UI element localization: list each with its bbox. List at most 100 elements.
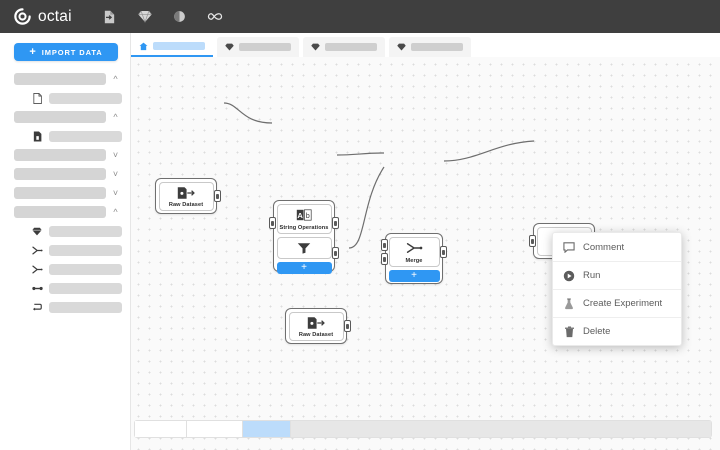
sidebar-placeholder-bar	[14, 168, 106, 180]
sidebar-placeholder-bar	[14, 111, 106, 123]
bottom-segment-2[interactable]	[187, 421, 243, 437]
sidebar-group-4[interactable]: ˅	[14, 168, 122, 180]
node-context-menu[interactable]: Comment Run Create Experiment	[552, 232, 682, 346]
gem-icon[interactable]	[137, 9, 153, 25]
contrast-moon-icon[interactable]	[172, 9, 188, 25]
canvas-column: Raw Dataset A	[131, 33, 720, 450]
chevron-up-icon[interactable]: ^	[113, 207, 118, 217]
node-shell: A b String Operations	[273, 200, 335, 274]
import-data-button[interactable]: + IMPORT DATA	[14, 43, 118, 61]
sidebar-group-1[interactable]: ^	[14, 73, 122, 85]
input-port[interactable]	[269, 217, 276, 229]
bottom-segment-active[interactable]	[243, 421, 291, 437]
tab-title-placeholder	[325, 43, 377, 51]
brand-name: octai	[38, 7, 72, 25]
sidebar-item-1[interactable]	[30, 92, 122, 104]
chevron-up-icon[interactable]: ^	[113, 74, 118, 84]
export-file-icon[interactable]	[102, 9, 118, 25]
output-port-filter[interactable]	[332, 247, 339, 259]
raw-dataset-icon	[307, 314, 326, 331]
chevron-up-icon[interactable]: ^	[113, 112, 118, 122]
bottom-segment-1[interactable]	[135, 421, 187, 437]
sidebar-item-5[interactable]	[30, 263, 122, 275]
sidebar-skeleton-list: ^ ^	[0, 73, 130, 313]
plus-icon: +	[29, 45, 37, 58]
tab-3[interactable]	[303, 37, 385, 57]
chevron-down-icon[interactable]: ˅	[112, 150, 119, 160]
menu-item-run[interactable]: Run	[553, 261, 681, 289]
node-string-operations[interactable]: A b String Operations	[269, 200, 339, 274]
document-icon	[30, 92, 44, 104]
menu-item-delete[interactable]: Delete	[553, 317, 681, 345]
output-port-top[interactable]	[332, 217, 339, 229]
output-port[interactable]	[214, 190, 221, 202]
sidebar-group-2[interactable]: ^	[14, 111, 122, 123]
node-card: Merge	[388, 236, 440, 267]
chevron-down-icon[interactable]: ˅	[112, 169, 119, 179]
sidebar-placeholder-bar	[49, 92, 122, 104]
sidebar-placeholder-bar	[14, 149, 106, 161]
node-raw-dataset-2[interactable]: Raw Dataset	[285, 308, 351, 344]
input-port-a[interactable]	[381, 239, 388, 251]
brand[interactable]: octai	[14, 8, 72, 26]
node-card: Raw Dataset	[288, 311, 344, 341]
sidebar-placeholder-bar	[49, 263, 122, 275]
add-operation-button[interactable]: +	[388, 269, 440, 282]
flask-icon	[563, 298, 575, 310]
node-label: Merge	[405, 257, 423, 264]
tab-2[interactable]	[217, 37, 299, 57]
import-data-label: IMPORT DATA	[41, 47, 103, 57]
chevron-down-icon[interactable]: ˅	[112, 188, 119, 198]
tab-title-placeholder	[239, 43, 291, 51]
bottom-segment-empty[interactable]	[291, 421, 711, 437]
merge-icon	[30, 265, 44, 274]
gem-icon	[30, 227, 44, 236]
sidebar-group-5[interactable]: ˅	[14, 187, 122, 199]
sidebar-placeholder-bar	[49, 225, 122, 237]
node-card: Raw Dataset	[158, 181, 214, 211]
node-card-filter[interactable]	[276, 236, 332, 259]
sidebar-item-2[interactable]	[30, 130, 122, 142]
sidebar-item-7[interactable]	[30, 301, 122, 313]
sidebar-item-3[interactable]	[30, 225, 122, 237]
input-port[interactable]	[529, 235, 536, 247]
raw-dataset-icon	[177, 184, 196, 201]
sidebar-group-3[interactable]: ˅	[14, 149, 122, 161]
menu-item-label: Run	[583, 270, 601, 281]
sidebar-placeholder-bar	[49, 301, 122, 313]
link-icon	[30, 285, 44, 292]
tab-home[interactable]	[131, 37, 213, 57]
node-raw-dataset-1[interactable]: Raw Dataset	[155, 178, 221, 214]
main-body: + IMPORT DATA ^ ^	[0, 33, 720, 450]
merge-icon	[30, 246, 44, 255]
merge-icon	[406, 240, 423, 257]
sidebar-placeholder-bar	[49, 244, 122, 256]
node-merge[interactable]: Merge +	[381, 233, 447, 284]
top-header-bar: octai	[0, 0, 720, 33]
filter-funnel-icon	[297, 239, 311, 256]
loop-icon	[30, 303, 44, 312]
sidebar-group-6[interactable]: ^	[14, 206, 122, 218]
node-shell: Raw Dataset	[285, 308, 347, 344]
trash-icon	[563, 326, 575, 338]
edge-merge-to-generate	[443, 140, 535, 162]
node-label: String Operations	[279, 224, 329, 231]
input-port-b[interactable]	[381, 253, 388, 265]
bottom-segmented-bar[interactable]	[134, 420, 712, 438]
menu-item-comment[interactable]: Comment	[553, 233, 681, 261]
infinity-icon[interactable]	[207, 9, 223, 25]
comment-icon	[563, 241, 575, 253]
edge-stringops-to-merge	[336, 152, 385, 156]
menu-item-label: Create Experiment	[583, 298, 663, 309]
tab-4[interactable]	[389, 37, 471, 57]
node-card-primary: A b String Operations	[276, 203, 332, 234]
gem-icon	[225, 43, 234, 52]
sidebar-item-6[interactable]	[30, 282, 122, 294]
output-port[interactable]	[344, 320, 351, 332]
add-operation-button[interactable]: +	[276, 261, 332, 274]
output-port[interactable]	[440, 246, 447, 258]
workflow-canvas[interactable]: Raw Dataset A	[131, 57, 720, 450]
menu-item-create-experiment[interactable]: Create Experiment	[553, 289, 681, 317]
sidebar-item-4[interactable]	[30, 244, 122, 256]
